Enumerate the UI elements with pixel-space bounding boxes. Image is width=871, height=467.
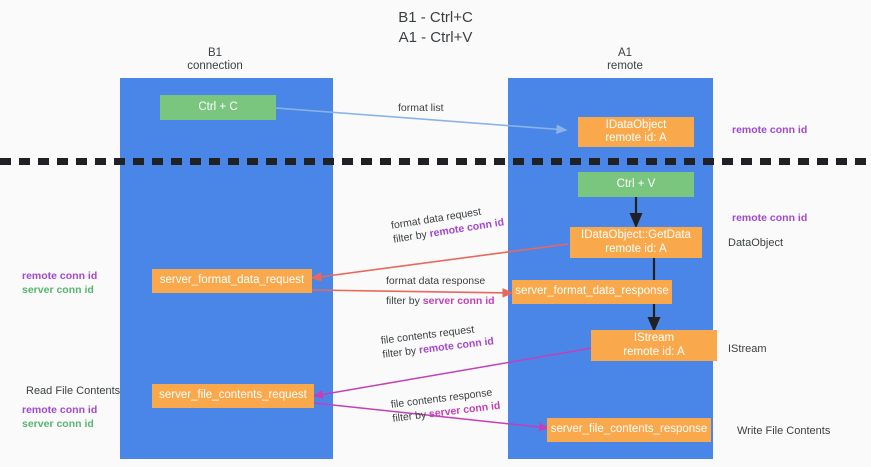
edge-label-file-contents-response-group: file contents response filter by server … bbox=[390, 387, 501, 426]
phase-divider bbox=[0, 158, 871, 165]
annotation-left-server-conn-id-2: server conn id bbox=[22, 418, 94, 430]
annotation-istream: IStream bbox=[728, 343, 767, 355]
key-server-conn-id: server conn id bbox=[422, 295, 495, 307]
annotation-read-file-contents: Read File Contents bbox=[26, 385, 121, 397]
node-idataobject-getdata[interactable]: IDataObject::GetData remote id: A bbox=[570, 227, 702, 258]
edge-label-format-data-request-group: format data request filter by remote con… bbox=[390, 206, 505, 247]
annotation-left-server-conn-id: server conn id bbox=[22, 284, 94, 296]
edge-label-format-list: format list bbox=[398, 102, 444, 114]
node-ctrl-c[interactable]: Ctrl + C bbox=[160, 95, 276, 120]
annotation-left-remote-conn-id-2: remote conn id bbox=[22, 404, 98, 416]
edge-label-format-data-response-filter: filter by server conn id bbox=[386, 295, 495, 307]
annotation-write-file-contents: Write File Contents bbox=[737, 425, 831, 437]
edge-label-format-data-response: format data response bbox=[386, 275, 486, 287]
annotation-remote-conn-id-mid: remote conn id bbox=[732, 212, 808, 224]
annotation-left-remote-conn-id: remote conn id bbox=[22, 270, 98, 282]
node-server-format-data-request[interactable]: server_format_data_request bbox=[152, 269, 312, 293]
column-header-b1: B1 connection bbox=[187, 47, 243, 72]
node-server-file-contents-response[interactable]: server_file_contents_response bbox=[547, 418, 711, 442]
edge-label-file-contents-request-group: file contents request filter by remote c… bbox=[380, 324, 494, 362]
node-ctrl-v[interactable]: Ctrl + V bbox=[578, 172, 694, 197]
node-istream[interactable]: IStream remote id: A bbox=[591, 330, 717, 361]
column-header-a1: A1 remote bbox=[607, 47, 643, 72]
page-title: B1 - Ctrl+C A1 - Ctrl+V bbox=[398, 9, 473, 46]
node-server-file-contents-request[interactable]: server_file_contents_request bbox=[152, 384, 314, 408]
annotation-dataobject: DataObject bbox=[728, 237, 784, 249]
node-idataobject[interactable]: IDataObject remote id: A bbox=[578, 117, 694, 147]
annotation-remote-conn-id-top: remote conn id bbox=[732, 124, 808, 136]
node-server-format-data-response[interactable]: server_format_data_response bbox=[512, 280, 672, 304]
edge-label-format-data-response-group: format data response filter by server co… bbox=[386, 274, 495, 308]
